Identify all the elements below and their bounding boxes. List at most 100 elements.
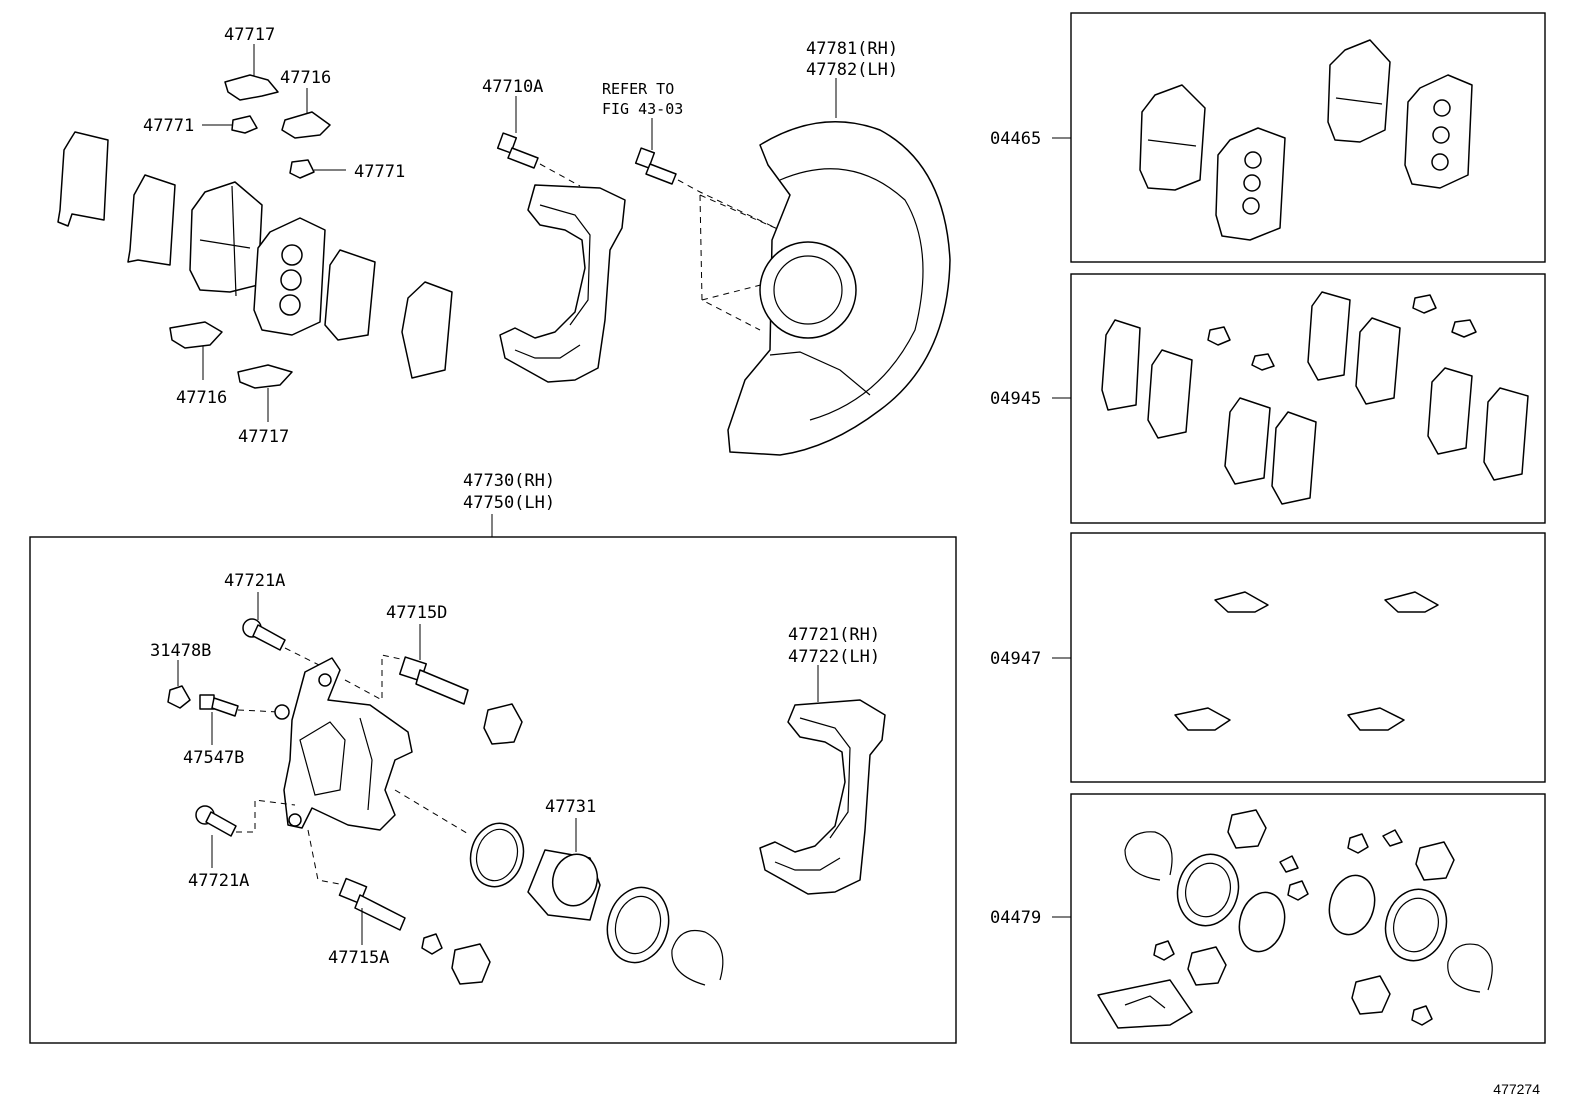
bleeder-cap-31478B[interactable] — [167, 685, 191, 709]
kit-04479-pin-boot-4[interactable] — [1351, 975, 1391, 1015]
label-47750: 47750(LH) — [463, 493, 555, 513]
clip-47771-mid[interactable] — [289, 159, 315, 179]
label-47721: 47721(RH) — [788, 625, 880, 645]
label-kit-04945: 04945 — [990, 389, 1041, 409]
label-47715A: 47715A — [328, 948, 389, 968]
label-47716-top: 47716 — [280, 68, 331, 88]
kit-04945-shim-2[interactable] — [1147, 349, 1193, 439]
bolt-refer-fig[interactable] — [634, 147, 677, 185]
label-47717-top: 47717 — [224, 25, 275, 45]
kit-04945-clip-3[interactable] — [1412, 294, 1437, 314]
mounting-bracket-47710[interactable] — [499, 184, 626, 383]
kit-04465-pad-3[interactable] — [1327, 39, 1391, 143]
kit-04479-seal-1[interactable] — [1233, 887, 1291, 956]
dust-cover-group: 47781(RH) 47782(LH) — [699, 39, 951, 456]
kit-04945-shim-6[interactable] — [1355, 317, 1401, 405]
label-refer-line1: REFER TO — [602, 80, 674, 98]
slide-pin-47715D[interactable] — [399, 656, 469, 705]
label-47771-b: 47771 — [354, 162, 405, 182]
kit-04945-clip-2[interactable] — [1251, 353, 1275, 371]
kit-04947-box[interactable] — [1070, 532, 1546, 783]
brake-pad-outer[interactable] — [189, 181, 263, 293]
anti-rattle-spring-47716-top[interactable] — [281, 111, 331, 139]
kit-04479-pin-boot-1[interactable] — [1227, 809, 1267, 849]
piston-seal[interactable] — [464, 817, 531, 892]
label-refer-line2: FIG 43-03 — [602, 100, 683, 118]
clip-47771-top[interactable] — [231, 115, 258, 134]
kit-04479-box[interactable] — [1070, 793, 1546, 1044]
label-47782: 47782(LH) — [806, 60, 898, 80]
anti-squeal-clip-47717-top[interactable] — [224, 74, 279, 101]
pad-shim-inner-left[interactable] — [127, 174, 176, 266]
kit-04947-clip-4[interactable] — [1347, 707, 1405, 731]
kit-04947-clip-1[interactable] — [1214, 591, 1269, 613]
label-31478B: 31478B — [150, 641, 211, 661]
bolt-47721A-bot[interactable] — [195, 805, 237, 837]
bleeder-plug-47547B[interactable] — [199, 694, 239, 717]
label-47721A-bot: 47721A — [188, 871, 249, 891]
kit-04479-pin-boot-3[interactable] — [1187, 946, 1227, 986]
label-47771-a: 47771 — [143, 116, 194, 136]
pad-shim-inner-right[interactable] — [324, 249, 376, 341]
kit-04479-bushing-2[interactable] — [1287, 880, 1309, 901]
anti-rattle-spring-47716-bot[interactable] — [169, 321, 223, 349]
kit-04479-bushing-3[interactable] — [1347, 833, 1369, 854]
slide-pin-47715A[interactable] — [338, 877, 406, 931]
kit-04945-clip-4[interactable] — [1451, 319, 1477, 338]
kit-04479-boot-2[interactable] — [1378, 882, 1455, 967]
anti-squeal-clip-47717-bot[interactable] — [237, 364, 293, 389]
label-47715D: 47715D — [386, 603, 447, 623]
kit-04945-group: 04945 — [990, 273, 1546, 524]
kit-04947-clip-2[interactable] — [1384, 591, 1439, 613]
kit-04479-ring-1[interactable] — [1124, 831, 1173, 881]
caliper-assembly-group: 47730(RH) 47750(LH) 47721A 31478B 47547B — [29, 471, 957, 1044]
kit-04479-seal-2[interactable] — [1323, 870, 1381, 939]
kit-04479-grease-packet[interactable] — [1097, 979, 1193, 1029]
bolt-47710A[interactable] — [496, 132, 539, 169]
bushing-small[interactable] — [421, 933, 443, 955]
cylinder-boot[interactable] — [599, 881, 677, 970]
label-47730: 47730(RH) — [463, 471, 555, 491]
label-47547B: 47547B — [183, 748, 244, 768]
label-47710A: 47710A — [482, 77, 543, 97]
kit-04479-clip-2[interactable] — [1382, 829, 1403, 847]
caliper-assembly-box — [29, 536, 957, 1044]
caliper-mounting-bracket[interactable] — [759, 699, 886, 895]
pad-shim-outer-right[interactable] — [401, 281, 453, 379]
kit-04465-pad-1[interactable] — [1139, 84, 1206, 191]
kit-04945-shim-8[interactable] — [1483, 387, 1529, 481]
kit-04945-shim-7[interactable] — [1427, 367, 1473, 455]
label-kit-04479: 04479 — [990, 908, 1041, 928]
label-kit-04947: 04947 — [990, 649, 1041, 669]
caliper-cylinder-body[interactable] — [283, 657, 413, 831]
bolt-47721A-top[interactable] — [242, 618, 286, 651]
label-47721A-top: 47721A — [224, 571, 285, 591]
label-47731: 47731 — [545, 797, 596, 817]
boot-set-ring[interactable] — [671, 929, 724, 986]
kit-04479-bushing-4[interactable] — [1411, 1005, 1433, 1026]
kit-04479-boot-1[interactable] — [1170, 847, 1247, 932]
kit-04479-pin-boot-2[interactable] — [1415, 841, 1455, 881]
kit-04479-bushing-1[interactable] — [1153, 940, 1175, 961]
label-47722: 47722(LH) — [788, 647, 880, 667]
label-47716-bot: 47716 — [176, 388, 227, 408]
kit-04945-shim-5[interactable] — [1307, 291, 1351, 381]
kit-04479-clip-1[interactable] — [1279, 855, 1299, 873]
label-47781: 47781(RH) — [806, 39, 898, 59]
kit-04945-shim-1[interactable] — [1101, 319, 1141, 411]
kit-04947-clip-3[interactable] — [1174, 707, 1231, 731]
kit-04945-shim-4[interactable] — [1271, 411, 1317, 505]
bracket-group-top: 47710A REFER TO FIG 43-03 — [482, 77, 781, 383]
pad-shim-outer-left[interactable] — [57, 131, 109, 227]
label-47717-bot: 47717 — [238, 427, 289, 447]
pad-group-top-left: 47717 47716 47771 47771 47716 47717 — [57, 25, 453, 447]
kit-04947-group: 04947 — [990, 532, 1546, 783]
pin-boot-upper[interactable] — [483, 703, 523, 745]
kit-04945-shim-3[interactable] — [1224, 397, 1271, 485]
pin-boot-lower[interactable] — [451, 943, 491, 985]
label-kit-04465: 04465 — [990, 129, 1041, 149]
kit-04479-ring-2[interactable] — [1447, 943, 1493, 993]
kit-04465-group: 04465 — [990, 12, 1546, 263]
kit-04945-clip-1[interactable] — [1207, 326, 1231, 346]
